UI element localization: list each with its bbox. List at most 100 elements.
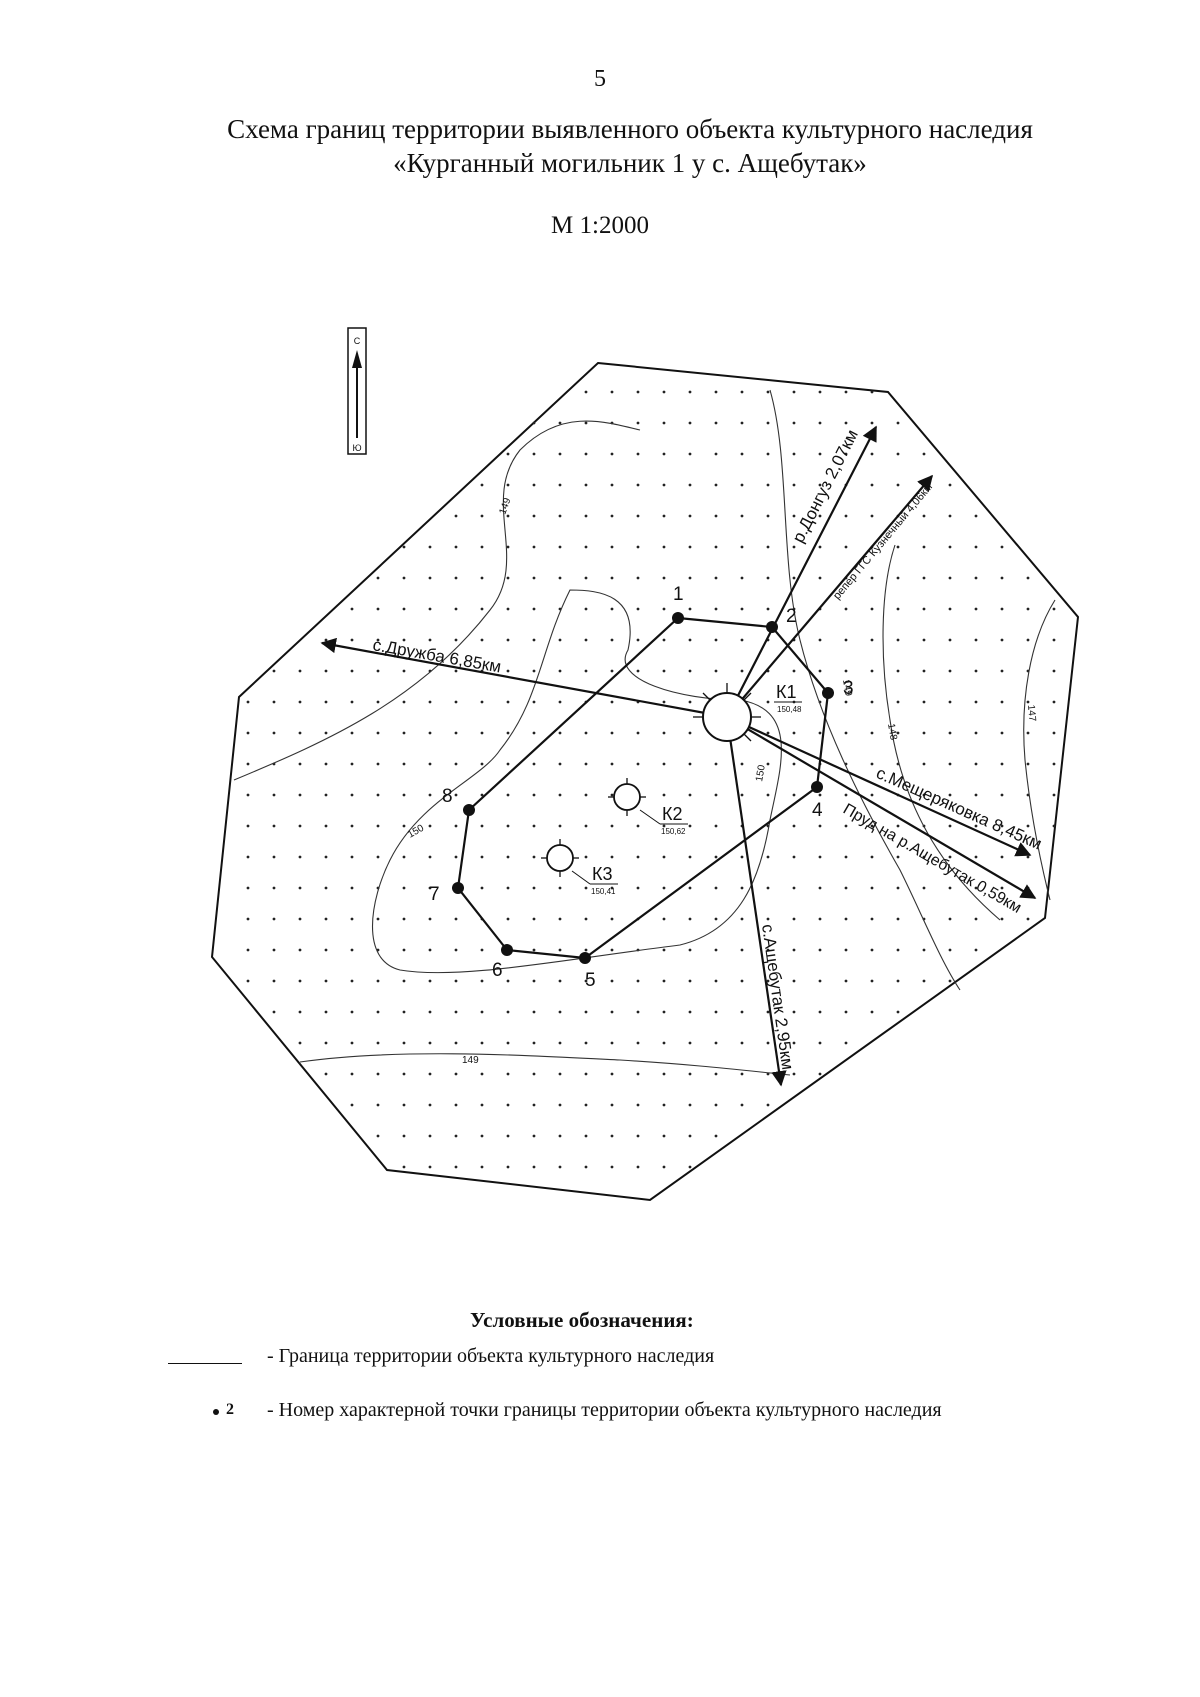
- terrain-dot: [766, 979, 770, 983]
- terrain-dot: [870, 514, 874, 518]
- terrain-dot: [376, 731, 380, 735]
- terrain-dot: [766, 1010, 770, 1014]
- terrain-dot: [844, 917, 848, 921]
- terrain-dot: [870, 700, 874, 704]
- terrain-dot: [402, 855, 406, 859]
- terrain-dot: [818, 793, 822, 797]
- direction-label-aschebutak: с.Ащебутак 2,95км: [758, 923, 797, 1071]
- terrain-dot: [454, 1041, 458, 1045]
- terrain-dot: [610, 607, 614, 611]
- terrain-dot: [454, 731, 458, 735]
- contour-lines: [233, 389, 1056, 1076]
- terrain-dot: [610, 545, 614, 549]
- terrain-dot: [610, 1072, 614, 1076]
- terrain-dot: [610, 1165, 614, 1169]
- terrain-dot: [948, 669, 952, 673]
- terrain-dot: [662, 886, 666, 890]
- terrain-dot: [714, 762, 718, 766]
- terrain-dot: [740, 917, 744, 921]
- terrain-dot: [532, 855, 536, 859]
- terrain-dot: [428, 762, 432, 766]
- terrain-dot: [1000, 669, 1004, 673]
- terrain-dot: [246, 762, 250, 766]
- terrain-dot: [740, 545, 744, 549]
- terrain-dot: [740, 452, 744, 456]
- terrain-dot: [324, 824, 328, 828]
- contour-label: 147: [1025, 704, 1037, 722]
- terrain-dot: [688, 1103, 692, 1107]
- terrain-dot: [298, 824, 302, 828]
- terrain-dot: [506, 886, 510, 890]
- terrain-dot: [532, 793, 536, 797]
- terrain-dot: [558, 421, 562, 425]
- terrain-dot: [844, 979, 848, 983]
- terrain-dot: [428, 824, 432, 828]
- terrain-dot: [480, 886, 484, 890]
- point-number-1: 1: [673, 584, 684, 605]
- terrain-dot: [298, 886, 302, 890]
- terrain-dot: [766, 793, 770, 797]
- terrain-dot: [714, 1103, 718, 1107]
- terrain-dot: [688, 576, 692, 580]
- terrain-dot: [1026, 762, 1030, 766]
- terrain-dot: [558, 638, 562, 642]
- terrain-dot: [766, 514, 770, 518]
- terrain-dot: [246, 917, 250, 921]
- terrain-dot: [402, 917, 406, 921]
- terrain-dot: [506, 1103, 510, 1107]
- terrain-dot: [844, 638, 848, 642]
- terrain-dot: [948, 979, 952, 983]
- terrain-dot: [714, 390, 718, 394]
- terrain-dot: [948, 762, 952, 766]
- boundary-point-3: [822, 687, 834, 699]
- terrain-dot: [558, 514, 562, 518]
- terrain-dot: [792, 669, 796, 673]
- terrain-dot: [376, 576, 380, 580]
- terrain-dot: [298, 1010, 302, 1014]
- terrain-dot: [948, 886, 952, 890]
- terrain-dot: [454, 793, 458, 797]
- terrain-dot: [740, 793, 744, 797]
- terrain-dot: [740, 948, 744, 952]
- terrain-dot: [584, 824, 588, 828]
- legend-point-text: - Номер характерной точки границы террит…: [267, 1399, 942, 1421]
- terrain-dot: [688, 1165, 692, 1169]
- terrain-dot: [506, 483, 510, 487]
- terrain-dot: [766, 948, 770, 952]
- terrain-dot: [532, 545, 536, 549]
- terrain-dot: [714, 576, 718, 580]
- title-line-1: Схема границ территории выявленного объе…: [227, 114, 1033, 144]
- terrain-dot: [506, 731, 510, 735]
- terrain-dot: [506, 1134, 510, 1138]
- terrain-dot: [454, 607, 458, 611]
- terrain-dot: [662, 421, 666, 425]
- terrain-dot: [662, 1041, 666, 1045]
- terrain-dot: [636, 979, 640, 983]
- terrain-dot: [896, 731, 900, 735]
- boundary-map: С Ю 149 150 150 149 148 147 149 р.Донгуз…: [210, 327, 1080, 1202]
- terrain-dot: [584, 1041, 588, 1045]
- terrain-dot: [688, 731, 692, 735]
- contour-label: 149: [462, 1055, 479, 1066]
- boundary-point-labels: 1 2 3 4 5 6 7 8: [429, 584, 854, 991]
- terrain-dot: [610, 917, 614, 921]
- terrain-dot: [298, 669, 302, 673]
- terrain-dot: [844, 421, 848, 425]
- terrain-dot: [402, 700, 406, 704]
- terrain-dot: [792, 762, 796, 766]
- contour-147: [1023, 599, 1056, 901]
- boundary-point-6: [501, 944, 513, 956]
- terrain-dot: [506, 824, 510, 828]
- terrain-dot: [714, 452, 718, 456]
- terrain-dot: [350, 824, 354, 828]
- terrain-dot: [636, 1010, 640, 1014]
- terrain-dot: [922, 979, 926, 983]
- terrain-dot: [532, 948, 536, 952]
- terrain-dot: [844, 855, 848, 859]
- terrain-dot: [636, 638, 640, 642]
- terrain-dot: [480, 607, 484, 611]
- terrain-dot: [1000, 824, 1004, 828]
- terrain-dot: [922, 762, 926, 766]
- terrain-dot: [298, 793, 302, 797]
- terrain-dot: [376, 1010, 380, 1014]
